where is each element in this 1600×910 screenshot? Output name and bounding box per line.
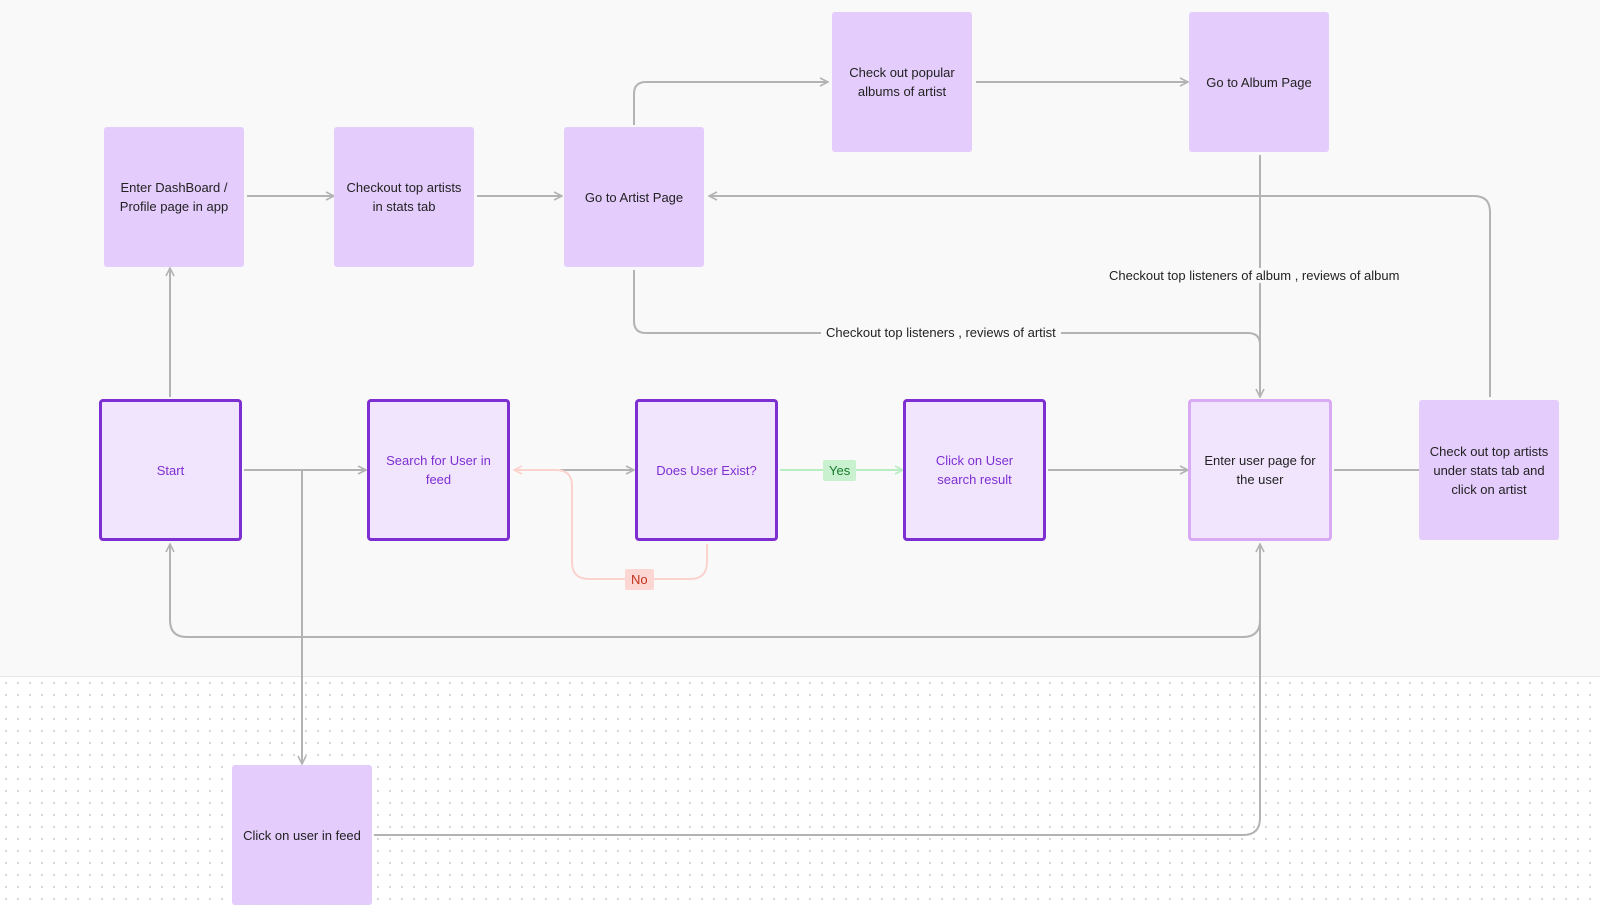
node-check-popular-albums[interactable]: Check out popular albums of artist: [832, 12, 972, 152]
edge-label-listeners-album: Checkout top listeners of album , review…: [1104, 268, 1405, 283]
node-click-user-feed[interactable]: Click on user in feed: [232, 765, 372, 905]
edge-stats-artist-to-artist-page: [709, 196, 1491, 397]
node-click-user-result[interactable]: Click on User search result: [903, 399, 1046, 541]
edge-label-yes: Yes: [823, 460, 857, 481]
node-enter-user-page[interactable]: Enter user page for the user: [1188, 399, 1332, 541]
node-go-to-album-page[interactable]: Go to Album Page: [1189, 12, 1329, 152]
edge-artist-page-to-user-page: [633, 270, 1261, 346]
node-checkout-top-artists[interactable]: Checkout top artists in stats tab: [334, 127, 474, 267]
node-go-to-artist-page[interactable]: Go to Artist Page: [564, 127, 704, 267]
node-search-user[interactable]: Search for User in feed: [367, 399, 510, 541]
node-check-top-artists-stats[interactable]: Check out top artists under stats tab an…: [1419, 400, 1559, 540]
node-does-user-exist[interactable]: Does User Exist?: [635, 399, 778, 541]
edge-label-listeners-artist: Checkout top listeners , reviews of arti…: [821, 325, 1061, 340]
edge-user-page-loop-to-start: [170, 544, 1261, 638]
edge-artist-page-to-popular-albums: [633, 82, 828, 125]
edge-click-feed-to-user-page: [374, 544, 1260, 836]
edge-label-no: No: [625, 569, 654, 590]
edge-no: [514, 470, 708, 580]
node-start[interactable]: Start: [99, 399, 242, 541]
node-enter-dashboard[interactable]: Enter DashBoard / Profile page in app: [104, 127, 244, 267]
